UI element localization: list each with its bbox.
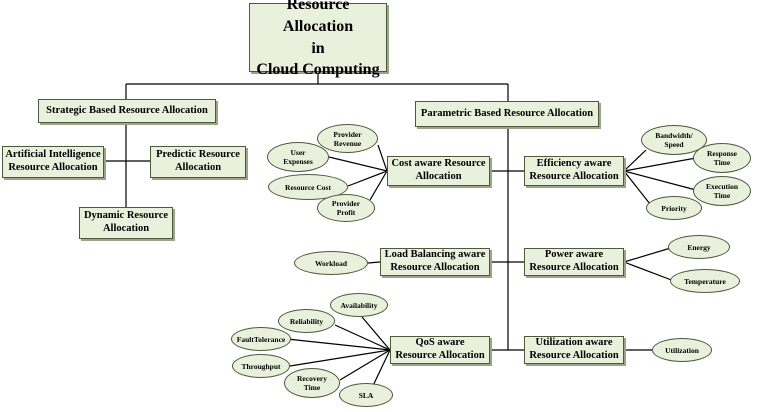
strategic-box: Strategic Based Resource Allocation — [38, 99, 216, 123]
efficiency-label: Efficiency aware Resource Allocation — [529, 158, 619, 182]
connector-eff-execution — [623, 170, 697, 191]
leaf-reliability: Reliability — [278, 309, 335, 333]
leaf-provider-profit: Provider Profit — [317, 194, 375, 222]
connector-eff-priority — [623, 170, 651, 205]
connector-qos-availability — [361, 316, 391, 351]
load-box: Load Balancing aware Resource Allocation — [380, 248, 490, 276]
qos-box: QoS aware Resource Allocation — [390, 336, 490, 364]
parametric-box: Parametric Based Resource Allocation — [415, 101, 599, 127]
connector-power-temperature — [623, 261, 675, 282]
root-box: Resource Allocation in Cloud Computing — [249, 0, 387, 78]
leaf-utilization: Utilization — [652, 338, 712, 362]
leaf-recovery-time: Recovery Time — [284, 368, 340, 398]
leaf-user-expenses: User Expenses — [267, 142, 329, 172]
connector-load-workload — [367, 261, 381, 264]
connector-qos-faulttolerance — [286, 338, 391, 351]
cost-label: Cost aware Resource Allocation — [391, 158, 486, 182]
predictive-box: Predictic Resource Allocation — [150, 146, 246, 178]
cost-box: Cost aware Resource Allocation — [387, 156, 490, 186]
ai-box: Artificial Intelligence Resource Allocat… — [2, 146, 104, 178]
utilization-box: Utilization aware Resource Allocation — [524, 336, 624, 364]
connector-cost-user-expenses — [328, 156, 388, 172]
power-label: Power aware Resource Allocation — [529, 249, 619, 273]
leaf-fault-tolerance: FaultTolerance — [231, 327, 291, 351]
efficiency-box: Efficiency aware Resource Allocation — [524, 156, 624, 186]
leaf-provider-revenue: Provider Revenue — [317, 124, 378, 153]
leaf-availability: Availability — [330, 293, 388, 317]
connector-qos-throughput — [289, 349, 391, 367]
leaf-throughput: Throughput — [232, 354, 290, 378]
connector-cost-provider-profit — [369, 170, 388, 201]
dynamic-box: Dynamic Resource Allocation — [79, 207, 173, 239]
ai-label: Artificial Intelligence Resource Allocat… — [5, 149, 101, 173]
strategic-label: Strategic Based Resource Allocation — [46, 104, 208, 116]
leaf-workload: Workload — [294, 251, 368, 275]
power-box: Power aware Resource Allocation — [524, 248, 624, 276]
connector-qos-recovery — [339, 349, 391, 381]
load-label: Load Balancing aware Resource Allocation — [384, 249, 486, 273]
connector-eff-response — [623, 157, 697, 172]
connector-qos-reliability — [334, 324, 391, 351]
root-label: Resource Allocation in Cloud Computing — [256, 0, 380, 79]
leaf-temperature: Temperature — [670, 269, 740, 293]
connector-eff-bandwidth — [623, 149, 647, 172]
utilization-label: Utilization aware Resource Allocation — [529, 337, 619, 361]
leaf-sla: SLA — [339, 383, 393, 407]
predictive-label: Predictic Resource Allocation — [156, 149, 240, 173]
qos-label: QoS aware Resource Allocation — [395, 337, 485, 361]
connector-cost-resource-cost — [347, 170, 388, 187]
leaf-energy: Energy — [668, 235, 730, 259]
leaf-priority: Priority — [646, 196, 702, 220]
connector-power-energy — [623, 246, 675, 263]
leaf-response-time: Response Time — [693, 143, 751, 173]
dynamic-label: Dynamic Resource Allocation — [83, 210, 169, 234]
connector-cost-provider-revenue — [377, 144, 388, 172]
parametric-label: Parametric Based Resource Allocation — [420, 107, 594, 119]
leaf-execution-time: Execution Time — [693, 176, 751, 206]
